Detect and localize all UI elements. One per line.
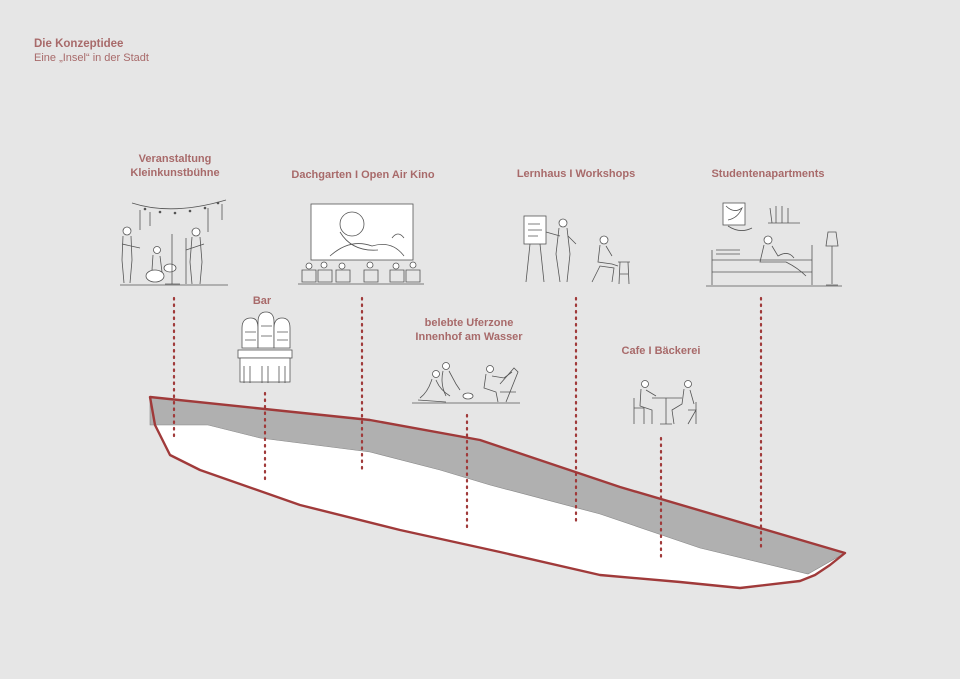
header: Die Konzeptidee Eine „Insel“ in der Stad… (34, 37, 149, 65)
label-apartments: Studentenapartments (711, 168, 825, 180)
label-bar: Bar (252, 295, 272, 307)
label-learning: Lernhaus I Workshops (516, 168, 636, 180)
label-waterfront-line2: Innenhof am Wasser (415, 331, 523, 343)
bar-illustration (237, 311, 293, 383)
label-stage: Veranstaltung Kleinkunstbühne (130, 152, 219, 180)
label-waterfront: belebte Uferzone Innenhof am Wasser (415, 316, 522, 344)
learning-illustration (523, 215, 630, 285)
label-waterfront-line1: belebte Uferzone (424, 317, 514, 329)
cinema-illustration (298, 203, 424, 285)
waterfront-illustration (412, 362, 520, 404)
diagram-subtitle: Eine „Insel“ in der Stadt (34, 52, 149, 64)
island (148, 395, 847, 590)
label-stage-line2: Kleinkunstbühne (130, 167, 220, 179)
label-roof: Dachgarten I Open Air Kino (291, 169, 435, 181)
diagram-title: Die Konzeptidee (34, 38, 124, 50)
apartments-illustration (706, 202, 842, 287)
label-cafe: Cafe I Bäckerei (621, 345, 701, 357)
cafe-illustration (633, 380, 697, 425)
stage-illustration (120, 199, 228, 286)
island-outline (148, 395, 847, 590)
label-stage-line1: Veranstaltung (138, 153, 212, 165)
